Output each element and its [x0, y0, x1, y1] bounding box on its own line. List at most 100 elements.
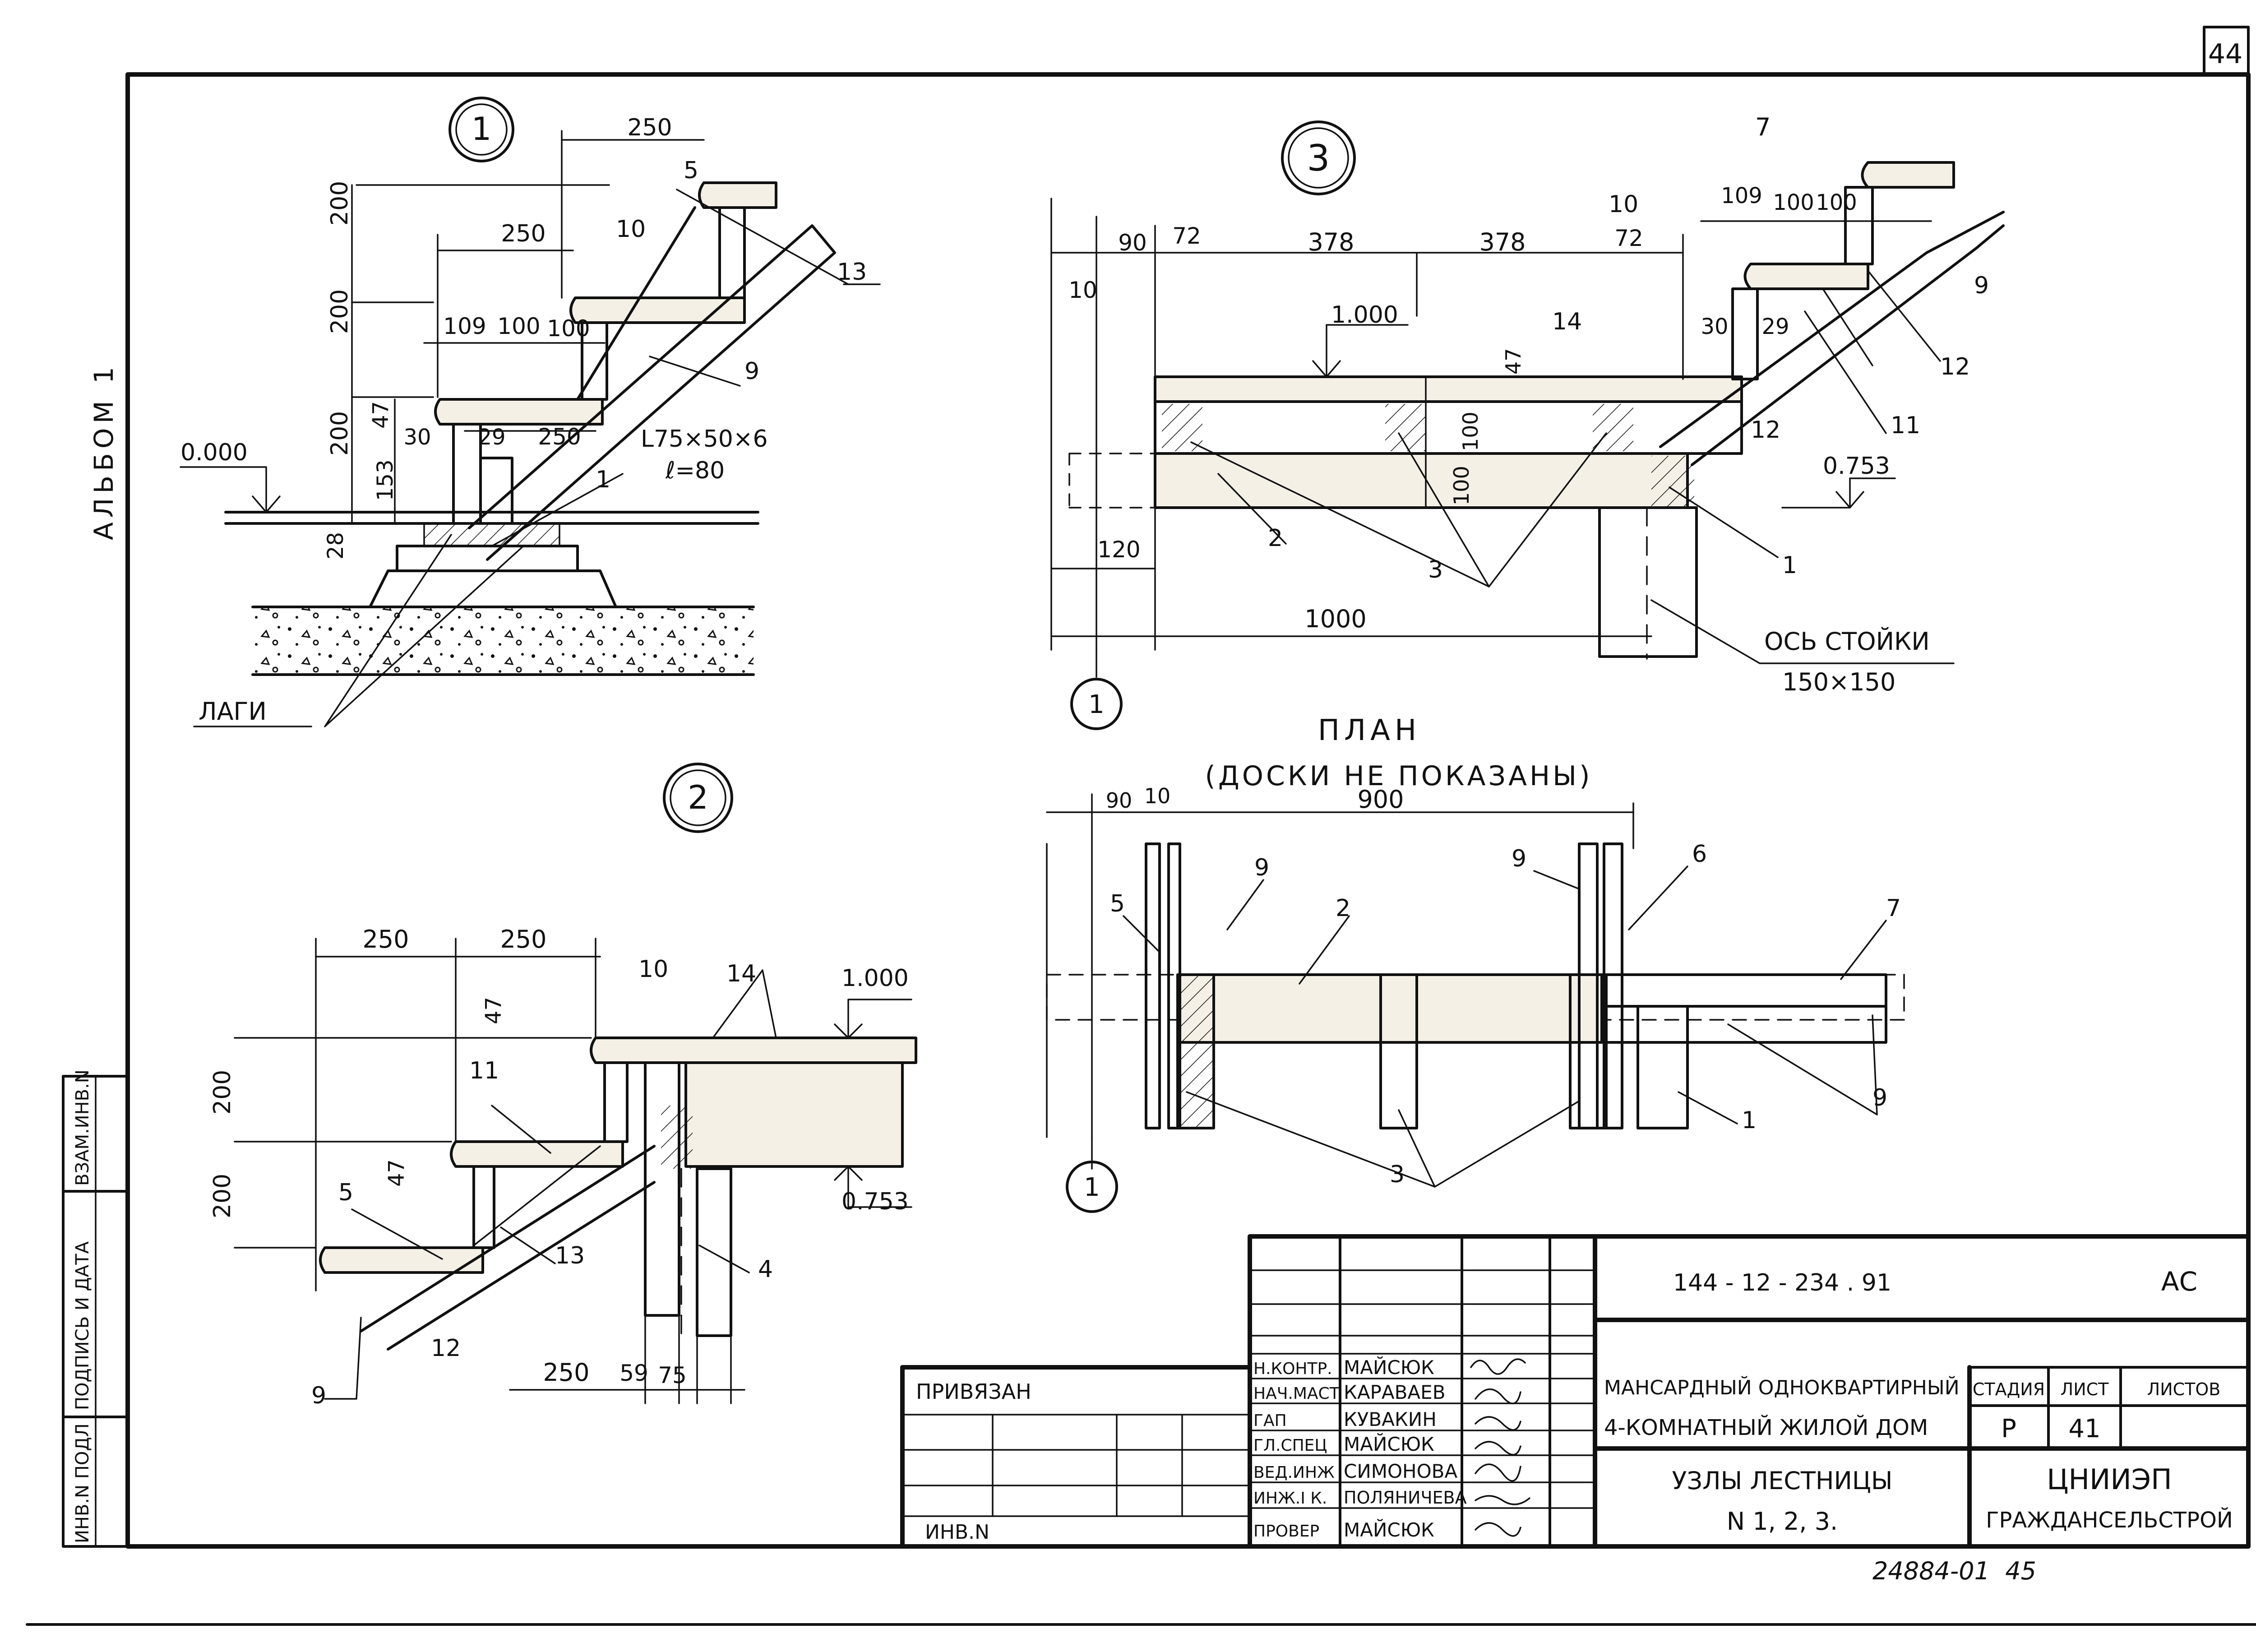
d2-label-10: 10 — [638, 956, 668, 983]
tb-bound: ПРИВЯЗАН — [916, 1379, 1031, 1404]
tb-name-1: КАРАВАЕВ — [1344, 1381, 1446, 1403]
d3-post-axis: ОСЬ СТОЙКИ — [1764, 627, 1930, 656]
d3-dim-378-a: 378 — [1308, 228, 1354, 256]
d1-dim-30: 30 — [403, 425, 431, 450]
d1-label-5: 5 — [684, 157, 698, 184]
tb-name-5: ПОЛЯНИЧЕВА — [1344, 1488, 1467, 1508]
plan-label-2: 2 — [1336, 895, 1350, 922]
d3-dim-378-b: 378 — [1479, 228, 1526, 256]
d2-level-top: 1.000 — [841, 965, 909, 992]
d3-dim-1000: 1000 — [1304, 605, 1366, 633]
d3-dim-90: 90 — [1118, 230, 1147, 256]
tb-name-3: МАЙСЮК — [1344, 1433, 1434, 1455]
d1-dim-47: 47 — [368, 401, 393, 429]
d2-label-11: 11 — [469, 1057, 499, 1084]
plan-label-7: 7 — [1886, 895, 1901, 922]
tb-name-6: МАЙСЮК — [1344, 1518, 1434, 1541]
detail-3-marker: 3 — [1307, 137, 1330, 179]
d1-dim-153: 153 — [373, 459, 398, 501]
plan-label-9-right: 9 — [1872, 1084, 1887, 1111]
d3-label-9: 9 — [1974, 272, 1989, 299]
d3-label-10: 10 — [1609, 191, 1638, 218]
tb-role-2: ГАП — [1253, 1411, 1287, 1430]
tb-section: АС — [2161, 1266, 2197, 1297]
d1-dim-250-low: 250 — [538, 424, 581, 450]
tb-name-4: СИМОНОВА — [1344, 1460, 1457, 1482]
d1-dim-109: 109 — [443, 313, 486, 339]
d3-label-14: 14 — [1552, 308, 1582, 335]
d3-dim-100-b: 100 — [1816, 190, 1857, 215]
detail-3-drawing — [1050, 120, 2005, 730]
d3-label-3: 3 — [1428, 556, 1443, 583]
tb-project-line2: 4-КОМНАТНЫЙ ЖИЛОЙ ДОМ — [1604, 1415, 1928, 1440]
left-stamp — [62, 1075, 129, 1548]
d3-dim-100-a: 100 — [1773, 190, 1814, 215]
d1-label-10: 10 — [616, 216, 646, 243]
tb-sheet-line1: УЗЛЫ ЛЕСТНИЦЫ — [1672, 1467, 1893, 1495]
plan-label-9-mid: 9 — [1512, 845, 1526, 872]
plan-dim-90: 90 — [1106, 788, 1133, 813]
plan-drawing — [1046, 793, 1905, 1213]
plan-label-5: 5 — [1110, 890, 1125, 917]
tb-sheet-no: 41 — [2068, 1414, 2100, 1444]
d2-dim-200-a: 200 — [209, 1070, 236, 1115]
plan-dim-900: 900 — [1357, 785, 1404, 814]
d3-dim-72-right: 72 — [1614, 225, 1643, 251]
d3-dim-47: 47 — [1501, 348, 1526, 375]
plan-label-1: 1 — [1742, 1107, 1757, 1134]
d2-dim-47-b: 47 — [384, 1159, 409, 1187]
page-number: 44 — [2208, 38, 2242, 70]
tb-inv: ИНВ.N — [925, 1521, 989, 1544]
d1-label-13: 13 — [837, 259, 867, 286]
d1-dim-250-mid: 250 — [501, 220, 546, 247]
detail-2-drawing — [234, 763, 917, 1404]
d3-dim-10: 10 — [1068, 277, 1097, 303]
d3-dim-109: 109 — [1721, 183, 1762, 208]
plan-dim-10: 10 — [1144, 784, 1171, 808]
d2-dim-75: 75 — [658, 1362, 687, 1388]
d1-angle-length: ℓ=80 — [665, 457, 725, 484]
d1-dim-200-b: 200 — [326, 289, 353, 334]
d3-dim-100-c: 100 — [1458, 412, 1483, 451]
d2-label-14: 14 — [726, 960, 756, 987]
d3-dim-120: 120 — [1097, 537, 1140, 563]
tb-role-1: НАЧ.МАСТ — [1253, 1384, 1340, 1403]
detail-1-marker: 1 — [472, 111, 492, 148]
tb-role-5: ИНЖ.I К. — [1253, 1489, 1327, 1508]
d2-dim-59: 59 — [619, 1360, 648, 1386]
d1-level: 0.000 — [180, 439, 248, 466]
d2-label-5: 5 — [338, 1179, 353, 1206]
plan-subtitle: (ДОСКИ НЕ ПОКАЗАНЫ) — [1205, 760, 1592, 792]
tb-sheet-header: ЛИСТ — [2061, 1379, 2109, 1399]
plan-label-9-left: 9 — [1254, 854, 1269, 881]
plan-label-6: 6 — [1692, 841, 1707, 868]
tb-sheets-header: ЛИСТОВ — [2147, 1379, 2221, 1399]
d3-label-7: 7 — [1755, 113, 1771, 141]
stamp-inv: ИНВ.N ПОДЛ — [72, 1423, 93, 1543]
d2-label-12: 12 — [431, 1335, 461, 1362]
tb-org-line2: ГРАЖДАНСЕЛЬСТРОЙ — [1986, 1507, 2233, 1533]
tb-code: 144 - 12 - 234 . 91 — [1673, 1269, 1891, 1296]
d3-level-mid: 0.753 — [1823, 453, 1890, 480]
tb-name-0: МАЙСЮК — [1344, 1356, 1434, 1379]
album-label: АЛЬБОМ 1 — [88, 362, 119, 540]
d2-dim-200-b: 200 — [209, 1174, 236, 1218]
tb-stage-header: СТАДИЯ — [1973, 1379, 2045, 1399]
d3-label-12-lower: 12 — [1751, 416, 1780, 444]
d1-joists: ЛАГИ — [199, 697, 267, 726]
plan-title: ПЛАН — [1318, 714, 1421, 747]
d2-dim-250-a: 250 — [362, 925, 409, 953]
title-block-grid — [900, 1234, 2251, 1549]
d1-dim-29: 29 — [478, 425, 505, 450]
d2-label-13: 13 — [555, 1242, 585, 1269]
tb-role-0: Н.КОНТР. — [1253, 1360, 1332, 1378]
d1-dim-100-b: 100 — [547, 315, 590, 342]
d3-axis-marker: 1 — [1088, 690, 1105, 719]
tb-role-6: ПРОВЕР — [1253, 1522, 1319, 1541]
d2-dim-47-a: 47 — [481, 997, 506, 1024]
d3-dim-29: 29 — [1761, 314, 1789, 339]
d3-post-size: 150×150 — [1782, 668, 1895, 696]
tb-sheet-line2: N 1, 2, 3. — [1727, 1507, 1838, 1536]
d2-label-4: 4 — [758, 1256, 773, 1283]
